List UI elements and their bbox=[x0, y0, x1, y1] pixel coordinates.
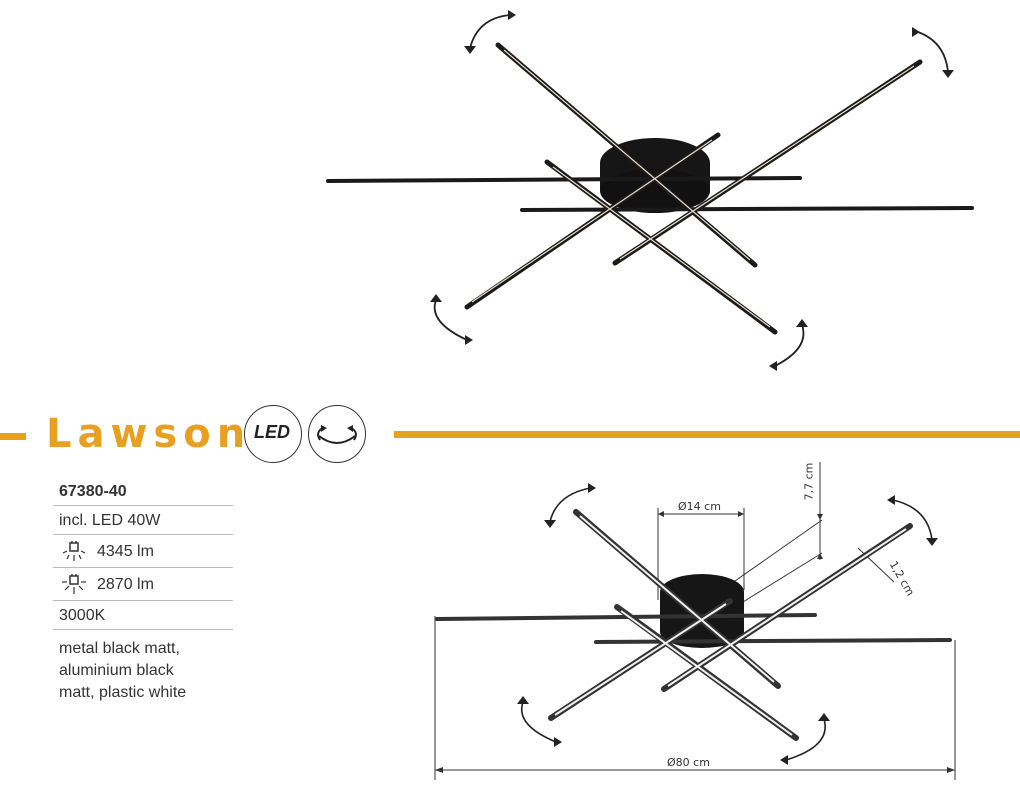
lumen-dim-value: 2870 lm bbox=[97, 576, 154, 593]
arm-thickness-label: 1,2 cm bbox=[886, 558, 917, 599]
led-power: incl. LED 40W bbox=[53, 506, 233, 535]
canopy-diameter-label: Ø14 cm bbox=[678, 500, 721, 513]
rotate-badge bbox=[308, 405, 366, 463]
material-line: metal black matt, bbox=[59, 640, 180, 657]
accent-rule-left bbox=[0, 433, 26, 440]
rotate-icon bbox=[317, 425, 357, 444]
total-diameter-label: Ø80 cm bbox=[667, 756, 710, 769]
lumen-bright-value: 4345 lm bbox=[97, 543, 154, 560]
color-temperature: 3000K bbox=[53, 601, 233, 630]
lumen-dim-row: 2870 lm bbox=[53, 568, 233, 601]
material-line: matt, plastic white bbox=[59, 684, 187, 701]
accent-rule-right bbox=[394, 431, 1020, 438]
lumen-bright-row: 4345 lm bbox=[53, 535, 233, 568]
led-badge-label: LED bbox=[254, 422, 290, 442]
spec-list: 67380-40 incl. LED 40W 4345 lm 2870 lm 3… bbox=[53, 477, 233, 704]
height-label: 7,7 cm bbox=[802, 462, 816, 501]
bulb-dim-icon bbox=[62, 574, 86, 594]
product-code: 67380-40 bbox=[53, 477, 233, 506]
material-line: aluminium black bbox=[59, 662, 174, 679]
material-text: metal black matt, aluminium black matt, … bbox=[53, 630, 233, 704]
lamp-photo bbox=[326, 10, 974, 371]
product-title: Lawson bbox=[46, 411, 252, 457]
bulb-bright-icon bbox=[62, 541, 86, 561]
led-badge: LED bbox=[244, 405, 302, 463]
